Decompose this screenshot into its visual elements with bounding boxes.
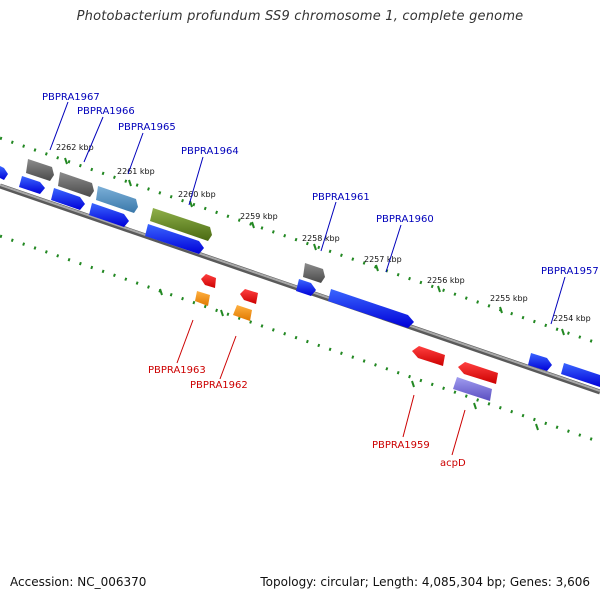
- scale-label: 2258 kbp: [302, 234, 340, 243]
- scale-label: 2255 kbp: [490, 294, 528, 303]
- gene-label[interactable]: PBPRA1964: [181, 146, 239, 157]
- gene-label[interactable]: PBPRA1966: [77, 106, 135, 117]
- scale-label: 2256 kbp: [427, 276, 465, 285]
- gene-arrow-gray[interactable]: [26, 159, 54, 181]
- reverse-genes: [195, 274, 498, 401]
- scale-labels: 2262 kbp 2261 kbp 2260 kbp 2259 kbp 2258…: [56, 143, 591, 323]
- gene-arrow-blue[interactable]: [296, 279, 316, 296]
- gene-arrow-gray[interactable]: [303, 263, 325, 283]
- gene-arrow-blue[interactable]: [89, 203, 129, 227]
- gene-arrow-blue[interactable]: [19, 176, 45, 194]
- upper-scale-ticks: [64, 157, 565, 336]
- forward-genes-lower: [0, 166, 600, 387]
- scale-label: 2260 kbp: [178, 190, 216, 199]
- map-title: Photobacterium profundum SS9 chromosome …: [76, 9, 524, 24]
- upper-scale-track: [0, 136, 600, 346]
- scale-label: 2259 kbp: [240, 212, 278, 221]
- gene-arrow-olive[interactable]: [150, 208, 212, 241]
- gene-label[interactable]: PBPRA1963: [148, 365, 206, 376]
- scale-label: 2254 kbp: [553, 314, 591, 323]
- accession-text: Accession: NC_006370: [10, 575, 147, 589]
- gene-arrow-blue[interactable]: [561, 363, 600, 387]
- gene-arrow-blue[interactable]: [328, 289, 414, 328]
- gene-arrow-purple[interactable]: [453, 377, 492, 401]
- gene-label[interactable]: PBPRA1961: [312, 192, 370, 203]
- lower-scale-track: [0, 234, 600, 444]
- gene-arrow-red[interactable]: [240, 289, 258, 304]
- gene-arrow-blue[interactable]: [51, 188, 85, 210]
- scale-label: 2261 kbp: [117, 167, 155, 176]
- gene-arrow-red[interactable]: [201, 274, 216, 288]
- gene-arrow-blue[interactable]: [0, 166, 8, 180]
- gene-arrow-gray[interactable]: [58, 172, 94, 197]
- gene-label[interactable]: PBPRA1962: [190, 380, 248, 391]
- genome-summary-text: Topology: circular; Length: 4,085,304 bp…: [260, 575, 590, 589]
- lower-scale-ticks: [159, 288, 539, 431]
- gene-arrow-red[interactable]: [412, 346, 445, 366]
- gene-arrow-red[interactable]: [458, 362, 498, 384]
- gene-label[interactable]: acpD: [440, 458, 466, 469]
- gene-arrow-orange[interactable]: [233, 305, 252, 321]
- gene-labels: PBPRA1967 PBPRA1966 PBPRA1965 PBPRA1964 …: [42, 92, 599, 469]
- scale-label: 2257 kbp: [364, 255, 402, 264]
- label-leaders: [49, 101, 566, 456]
- gene-arrow-blue[interactable]: [528, 353, 552, 371]
- gene-arrow-orange[interactable]: [195, 291, 210, 306]
- gene-label[interactable]: PBPRA1967: [42, 92, 100, 103]
- scale-label: 2262 kbp: [56, 143, 94, 152]
- gene-arrow-blue[interactable]: [145, 224, 204, 254]
- gene-arrow-steelblue[interactable]: [96, 186, 138, 213]
- gene-label[interactable]: PBPRA1960: [376, 214, 434, 225]
- forward-genes-upper: [26, 159, 325, 283]
- gene-label[interactable]: PBPRA1959: [372, 440, 430, 451]
- gene-label[interactable]: PBPRA1957: [541, 266, 599, 277]
- gene-label[interactable]: PBPRA1965: [118, 122, 176, 133]
